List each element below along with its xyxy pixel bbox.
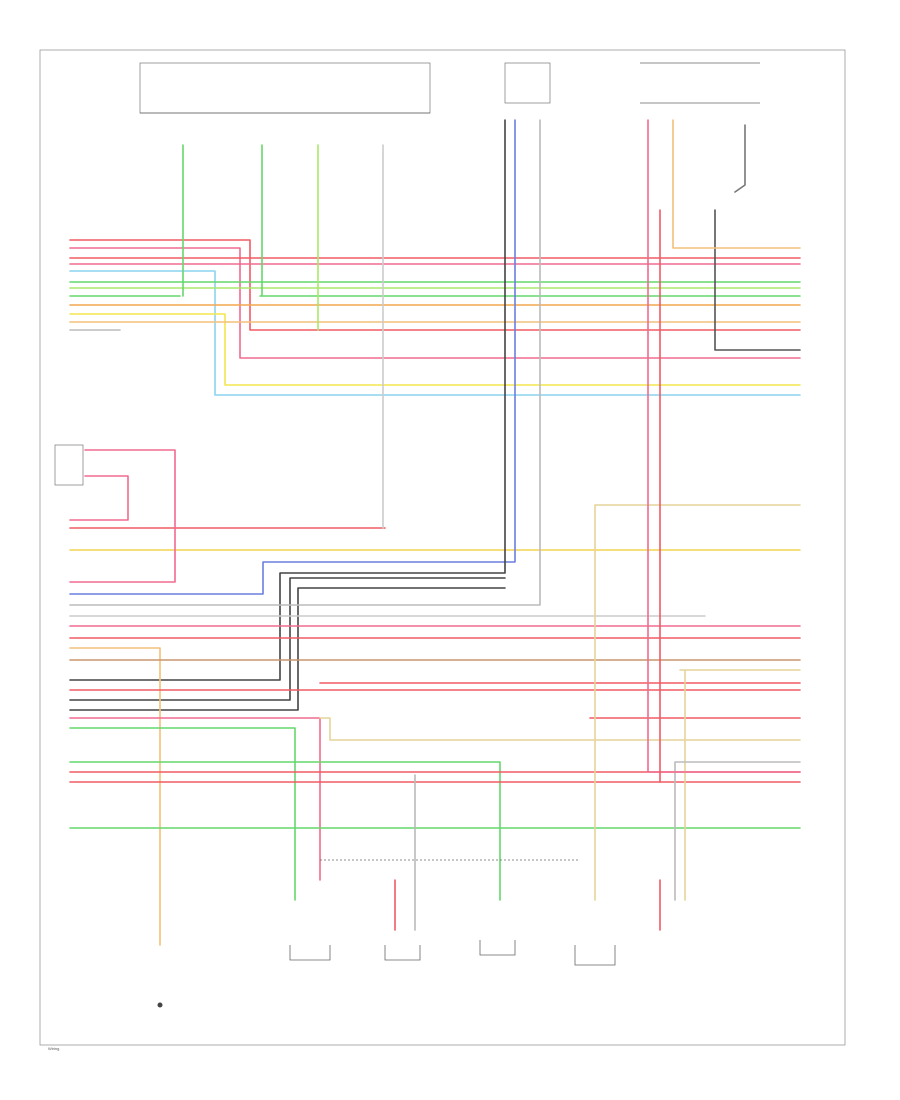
wire-green-4 — [69, 727, 296, 901]
wire-green-5 — [69, 761, 501, 901]
wire-gray-2 — [69, 119, 541, 606]
wire-pink-3 — [69, 449, 176, 583]
component-bottom-1 — [289, 945, 331, 961]
wire-gray-3 — [674, 761, 801, 901]
vertical-drops — [182, 119, 801, 783]
wire-black-1 — [69, 119, 506, 681]
component-bottom-2 — [384, 945, 421, 961]
wire-black-right — [714, 209, 801, 351]
drop-pink-e — [647, 119, 801, 773]
wire-lightblue-1 — [69, 270, 801, 396]
wire-blue-1 — [69, 119, 516, 595]
drop-tan-g — [672, 119, 801, 249]
component-box-cluster — [139, 62, 431, 114]
drop-gray-h — [734, 124, 746, 193]
component-bottom-3 — [479, 940, 516, 956]
wire-tan-2 — [69, 647, 161, 946]
wire-black-3 — [69, 587, 506, 711]
bottom-components — [157, 774, 661, 1008]
wire-black-2 — [69, 577, 506, 701]
wire-tan-4 — [319, 717, 801, 741]
component-bottom-4 — [574, 945, 616, 966]
wire-tan-5 — [594, 504, 801, 901]
wire-yellow-1 — [69, 313, 801, 386]
top-components — [54, 62, 760, 486]
diagram-frame — [39, 49, 846, 1046]
ground-point — [157, 1002, 163, 1008]
wire-red-1 — [69, 239, 801, 331]
wire-pink-1 — [69, 247, 801, 359]
wire-pink-6 — [69, 717, 321, 881]
page-label: Wiring — [48, 1046, 59, 1051]
component-box-sensor-1 — [504, 62, 551, 104]
component-box-left-switch — [54, 444, 84, 486]
harness-wires — [69, 119, 801, 946]
wire-pink-4 — [69, 475, 129, 521]
